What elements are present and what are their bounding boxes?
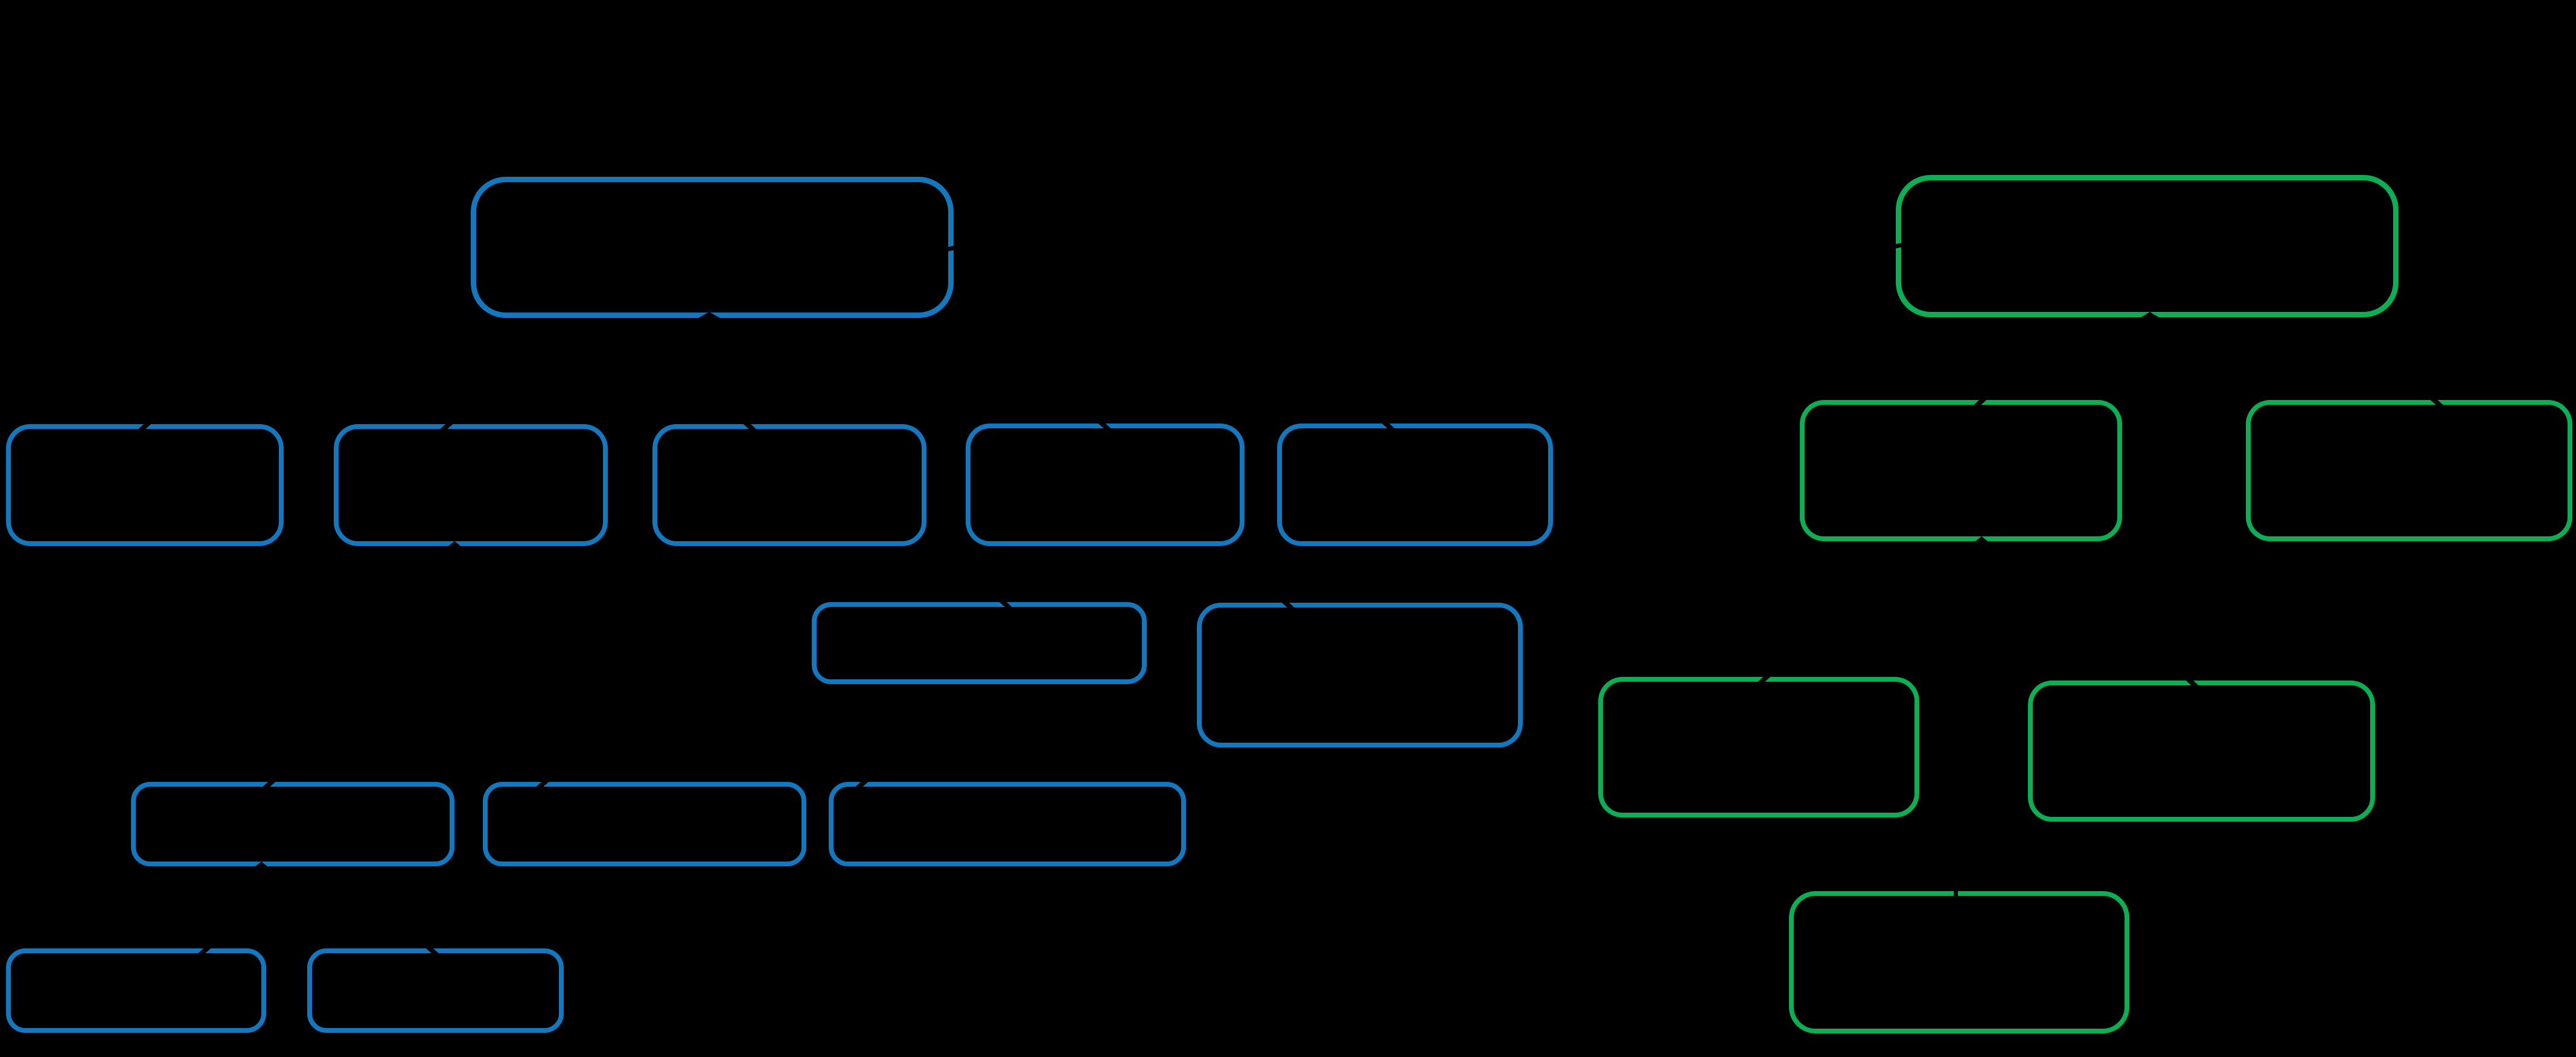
flowchart-node-blue-row5-n2	[307, 948, 564, 1033]
flowchart-node-blue-row2-n5	[1277, 424, 1553, 546]
flowchart-node-blue-row2-n4	[966, 424, 1245, 546]
edge-mark-blue-row2-n2-exit	[442, 541, 467, 551]
flowchart-node-green-root	[1896, 175, 2399, 317]
flowchart-node-blue-row2-n2	[334, 424, 608, 546]
flowchart-node-blue-row4-n2	[483, 782, 806, 866]
flowchart-node-green-row3-n1	[1598, 677, 1919, 817]
flowchart-node-blue-row3-n1	[812, 602, 1147, 684]
flowchart-node-green-row3-n2	[2028, 681, 2375, 822]
edge-mark-blue-root-exit-bottom	[687, 312, 731, 324]
flowchart-node-green-row2-n2	[2246, 400, 2572, 541]
flowchart-node-green-row4-n1	[1789, 891, 2129, 1033]
flowchart-node-blue-row5-n1	[6, 948, 266, 1033]
edge-mark-green-root-exit-bottom	[2132, 312, 2168, 323]
edge-mark-blue-row4-n1-exit	[249, 862, 273, 871]
flowchart-node-green-row2-n1	[1800, 400, 2122, 541]
edge-mark-green-row2-n1-exit	[1969, 536, 1994, 546]
edge-mark-green-row4-n1-arrow-in	[1953, 886, 1958, 897]
flowchart-node-blue-row4-n1	[131, 782, 454, 866]
flowchart-node-blue-row4-n3	[829, 782, 1186, 866]
flowchart-node-blue-row3-n2	[1197, 603, 1523, 748]
flowchart-node-blue-row2-n1	[6, 424, 284, 546]
flowchart-node-blue-row2-n3	[652, 424, 926, 546]
flowchart-node-blue-root	[471, 177, 954, 318]
